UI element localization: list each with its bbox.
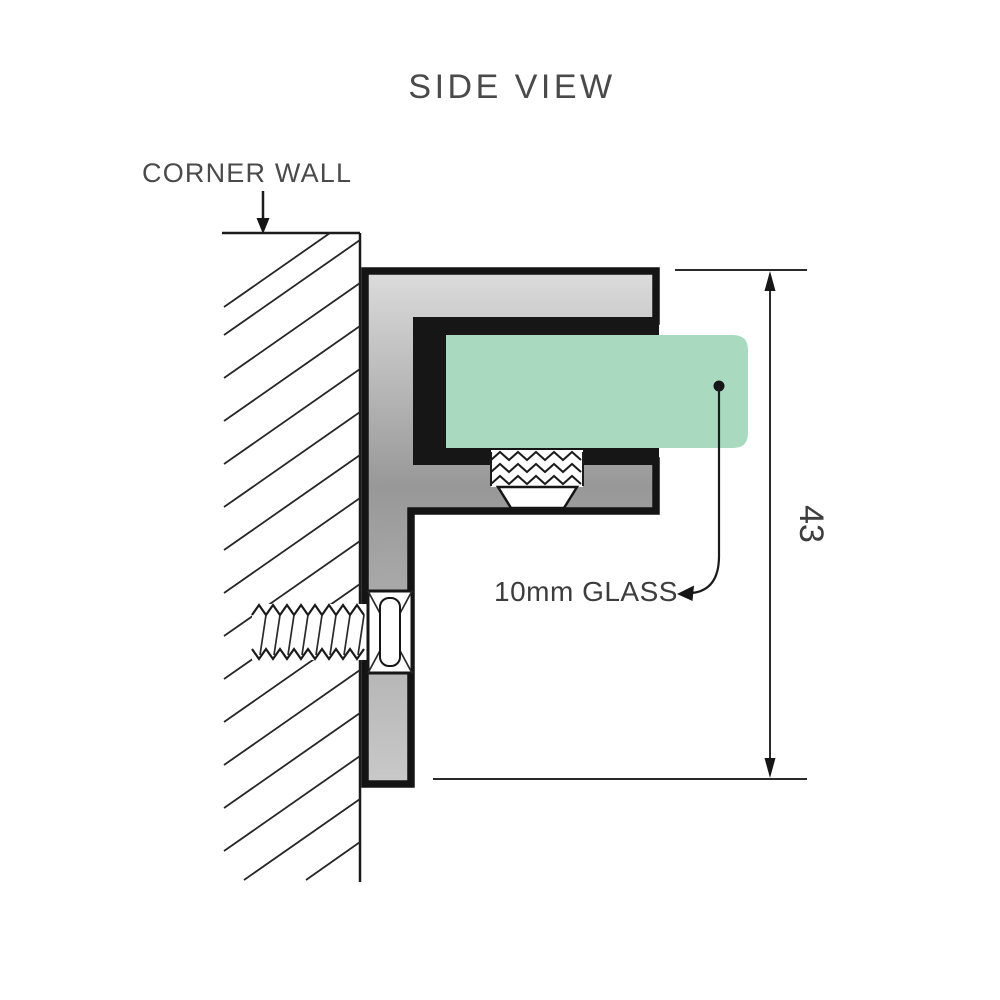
glass-leader-line [691,386,721,595]
channel-gasket [413,317,659,465]
glass-panel [446,335,748,448]
dimension-43: 43 [433,269,830,780]
wall [222,231,362,882]
glass-label: 10mm GLASS [494,576,678,607]
wall-screw-thread-flanks [259,614,365,656]
corner-wall-arrowhead [256,218,270,234]
glass-leader [677,380,725,601]
corner-wall-label: CORNER WALL [142,158,352,188]
wall-screw [251,589,414,675]
corner-wall-arrow [256,191,270,234]
diagram-title: SIDE VIEW [408,68,615,106]
grub-screw-threads [490,450,584,486]
dimension-label: 43 [792,505,830,543]
grub-screw [490,450,584,510]
wall-screw-slot [379,597,401,667]
dimension-arrowhead-top [764,271,776,291]
wall-hatching [223,232,361,881]
dimension-arrowhead-bottom [764,758,776,778]
glass-leader-arrowhead [677,585,694,601]
grub-screw-head [495,485,580,510]
